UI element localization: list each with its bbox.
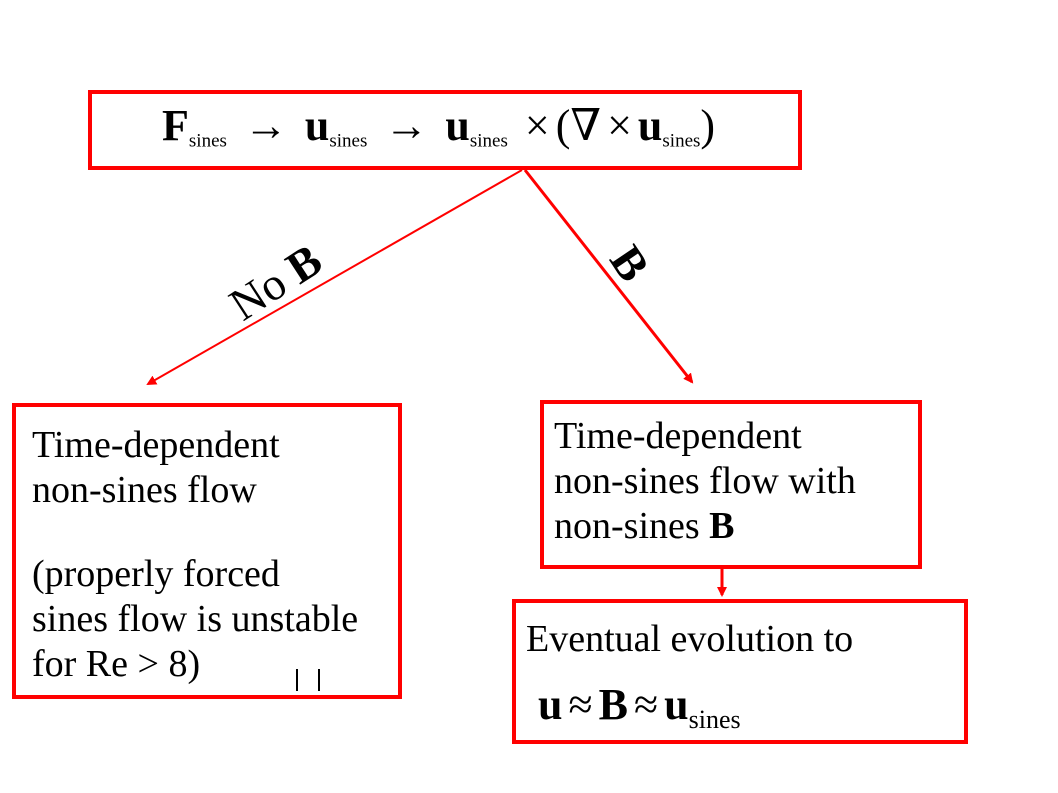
arrow-to-right-box [523,169,694,384]
u-subscript: sines [662,130,701,152]
top-equation-box: Fsines → usines → usines ×(∇×usines) [88,90,802,170]
left-box-note-line: for Re > 8) [32,643,201,685]
left-box-line: non-sines flow [32,469,257,511]
left-box-heading: Time-dependent non-sines flow [32,423,280,513]
left-box-note-line: sines flow is unstable [32,598,359,640]
arrow-to-left-box [146,169,523,385]
u-symbol: u [304,101,330,150]
left-box-note-line: (properly forced [32,553,280,595]
approx-symbol: ≈ [634,680,659,729]
evolution-heading: Eventual evolution to [526,618,854,660]
left-box-note: (properly forced sines flow is unstable … [32,552,358,687]
cross-product-symbol: × [607,101,632,150]
right-box-line: Time-dependent [554,415,802,457]
right-box-text: Time-dependent non-sines flow with non-s… [554,414,856,549]
b-field-symbol: B [709,505,735,547]
f-subscript: sines [188,130,227,152]
nabla-symbol: ∇ [570,101,602,150]
u-symbol: u [637,101,663,150]
u-symbol: u [445,101,470,150]
approx-symbol: ≈ [568,680,593,729]
left-outcome-box: Time-dependent non-sines flow (properly … [12,403,402,699]
close-paren: ) [700,101,716,150]
right-outcome-box: Time-dependent non-sines flow with non-s… [540,400,922,569]
right-box-line-prefix: non-sines [554,505,700,547]
f-symbol: F [162,101,189,150]
left-box-line: Time-dependent [32,424,280,466]
u-subscript: sines [469,130,508,152]
right-box-line: non-sines flow with [554,460,856,502]
stray-bars-mark [296,669,320,691]
b-field-symbol: B [598,680,628,729]
eventual-evolution-box: Eventual evolution to u≈B≈usines [512,599,968,744]
u-subscript: sines [688,705,741,735]
u-symbol: u [664,680,689,729]
open-paren: ( [555,101,571,150]
u-subscript: sines [329,130,368,152]
right-box-line: non-sines B [554,504,856,549]
arrow-symbol: → [243,101,288,150]
forcing-chain-formula: Fsines → usines → usines ×(∇×usines) [162,104,715,151]
arrow-symbol: → [384,101,429,150]
cross-product-symbol: × [524,101,550,150]
u-symbol: u [538,680,563,729]
evolution-formula: u≈B≈usines [538,683,741,733]
